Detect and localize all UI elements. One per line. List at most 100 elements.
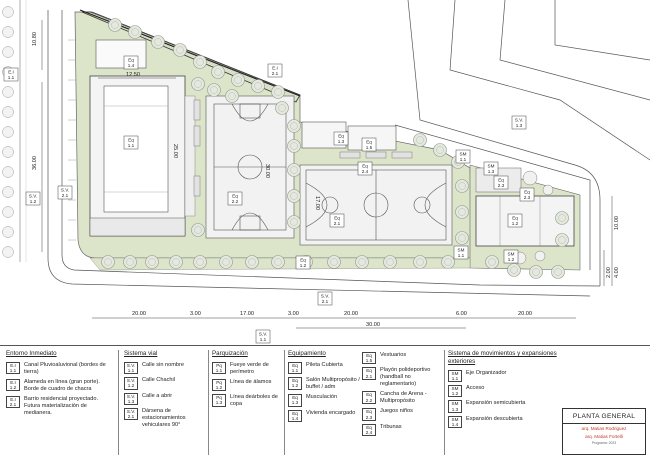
dim-17-00-court: 17.00	[314, 196, 320, 210]
plan-tag-text: Eq	[128, 138, 134, 143]
legend-item-text: Eje Organizador	[466, 369, 507, 376]
plan-tag-text: 2.3	[524, 195, 531, 200]
plan-tag-eq-21: Eq2.1	[329, 213, 345, 228]
plan-tag-text: 1.2	[508, 257, 515, 262]
plan-tag-text: E.I	[272, 66, 278, 71]
road-lines	[47, 0, 650, 297]
legend-item-text: Calle a abrir	[142, 392, 173, 399]
legend-item-text: Línea de álamos	[230, 378, 272, 385]
title-small-text: Programa: 2023	[591, 440, 617, 445]
plan-tag-text: Eq	[524, 190, 530, 195]
plan-tag-text: E.I	[8, 70, 14, 75]
legend-item-text: Dársena de estacionamientos vehiculares …	[142, 407, 186, 428]
plan-tag-text: S.V.	[321, 294, 329, 299]
legend-code-tag: S.V.1.3	[124, 392, 138, 405]
legend-separator	[284, 350, 285, 455]
plan-tag-sm-12: SM1.2	[503, 249, 519, 264]
plan-tag-eq-pq: Eq1.2	[295, 255, 311, 270]
plan-tag-text: S.V.	[61, 188, 69, 193]
plan-tag-text: Eq	[512, 216, 518, 221]
plan-tag-text: 1.3	[516, 123, 523, 128]
plan-tag-eq-14: Eq1.4	[123, 55, 139, 70]
dim-10-00: 10.00	[614, 216, 620, 230]
legend-code-tag: S.V.1.2	[124, 377, 138, 390]
dim-bottom-20-b: 20.00	[344, 311, 358, 317]
legend-item-text: Cancha de Arena - Multipropósito	[380, 391, 427, 405]
legend-item-text: Tribunas	[380, 423, 402, 430]
legend-item-text: Salón Multipropósito / buffet / adm	[306, 377, 360, 391]
plan-tag-sv-right: S.V.1.3	[511, 115, 527, 130]
dim-bottom-20-c: 20.00	[518, 311, 532, 317]
plan-tag-text: Eq	[232, 194, 238, 199]
legend-item-text: Acceso	[466, 384, 485, 391]
plan-tag-text: SM	[508, 252, 515, 257]
legend-separator	[118, 350, 119, 455]
legend-movimientos: Sistema de movimientos y expansiones ext…	[448, 350, 558, 431]
dim-bottom-20-a: 20.00	[132, 311, 146, 317]
plan-tag-text: 1.3	[488, 169, 495, 174]
plan-tag-text: Eq	[366, 140, 372, 145]
legend-movimientos-title: Sistema de movimientos y expansiones ext…	[448, 350, 557, 365]
eq-2-1-polideportivo	[299, 164, 453, 246]
plan-tag-eq-13: Eq1.3	[333, 131, 349, 146]
plan-tag-text: Eq	[338, 134, 344, 139]
plan-tag-eq-23: Eq2.3	[493, 175, 509, 190]
plan-tag-text: 2.4	[362, 169, 369, 174]
dim-10-80: 10.80	[32, 32, 38, 46]
plan-tag-text: 1.2	[30, 199, 37, 204]
author-1: arq. Matias Rodriguez	[581, 426, 627, 431]
plan-tag-text: 2.1	[334, 221, 341, 226]
plan-tag-text: 1.3	[338, 139, 345, 144]
eq-1-4-house	[95, 39, 147, 69]
title-block: PLANTA GENERAL arq. Matias Rodriguez arq…	[562, 408, 646, 455]
legend-item-text: Playón polideportivo (handball no reglam…	[380, 367, 431, 388]
plan-tag-text: Eq	[128, 58, 134, 63]
plan-tag-text: S.V.	[515, 118, 523, 123]
legend-item-text: Fueye verde de perímetro	[230, 361, 269, 375]
plan-tag-ei-top: E.I2.1	[267, 63, 283, 78]
legend-item-text: Pileta Cubierta	[306, 361, 343, 368]
legend-item-text: Línea deárboles de copa	[230, 394, 278, 408]
eq-1-1-pool	[89, 75, 196, 237]
legend-parquizacion-title: Parquización	[212, 350, 248, 357]
plan-tag-text: 2.1	[62, 193, 69, 198]
plan-tag-sm-13: SM1.3	[483, 161, 499, 176]
plan-tag-ei-left: E.I1.1	[3, 67, 19, 82]
plan-tag-eq-11: Eq1.1	[123, 135, 139, 150]
plan-tag-eq-22: Eq2.2	[227, 191, 243, 206]
site-plan: 10.80 36.00 12.50 25.00 30.00 17.00 10.0…	[2, 0, 650, 344]
plan-tag-sv-below: S.V.1.1	[255, 329, 271, 344]
plan-tag-text: Eq	[498, 178, 504, 183]
plan-tag-eq-24: Eq2.4	[357, 161, 373, 176]
plan-tag-text: SM	[458, 248, 465, 253]
plan-tag-text: SM	[488, 164, 495, 169]
